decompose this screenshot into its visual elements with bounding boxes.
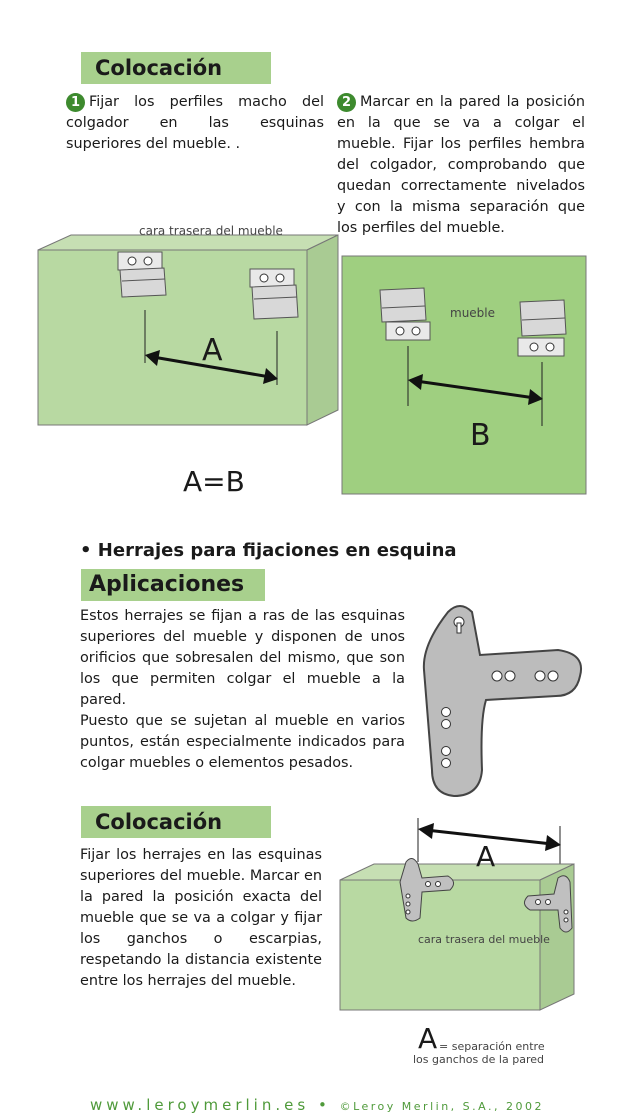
fig3-caption-letter: A — [418, 1022, 438, 1055]
section-heading-colocacion: Colocación — [81, 52, 271, 84]
footer: www.leroymerlin.es • ©Leroy Merlin, S.A.… — [90, 1096, 544, 1114]
fig2-left-bracket — [379, 287, 431, 341]
footer-copyright: ©Leroy Merlin, S.A., 2002 — [339, 1100, 544, 1113]
fig2-label: mueble — [450, 306, 496, 320]
title-text: Herrajes para fijaciones en esquina — [97, 540, 457, 561]
fig2-dimension-label: B — [470, 418, 491, 453]
fig3-furniture-diagram — [339, 818, 575, 1011]
fig3-left-bracket — [399, 858, 454, 922]
step-2-description: Marcar en la pared la posición en la que… — [337, 94, 585, 236]
fig3-label: cara trasera del mueble — [418, 933, 550, 946]
footer-separator: • — [317, 1096, 331, 1114]
fig3-right-bracket — [524, 875, 573, 933]
section2-title: • Herrajes para fijaciones en esquina — [80, 540, 457, 561]
fig2-right-bracket — [517, 299, 567, 357]
placement-text: Fijar los herrajes en las esquinas super… — [80, 847, 322, 989]
applications-text: Estos herrajes se fijan a ras de las esq… — [80, 608, 405, 771]
step-1-badge: 1 — [66, 93, 85, 112]
fig1-dimension-label: A — [202, 333, 223, 368]
fig3-dimension-label: A — [476, 840, 496, 873]
fig3-caption-line2: los ganchos de la pared — [413, 1053, 544, 1066]
step-1-description: Fijar los perfiles macho del colgador en… — [66, 94, 324, 152]
title-bullet: • — [80, 540, 92, 561]
fig1-furniture-diagram — [37, 234, 339, 426]
fig3-caption-line1: = separación entre — [439, 1040, 545, 1053]
equation-a-equals-b: A=B — [183, 465, 245, 498]
placement-heading: Colocación — [81, 806, 271, 838]
fig2-wall-diagram — [341, 255, 587, 495]
fig1-left-bracket — [117, 251, 167, 298]
fig1-right-bracket — [249, 268, 299, 320]
footer-site-link[interactable]: www.leroymerlin.es — [90, 1096, 310, 1114]
applications-heading: Aplicaciones — [81, 569, 265, 601]
step-2-badge: 2 — [337, 93, 356, 112]
corner-bracket-illustration — [422, 605, 582, 798]
